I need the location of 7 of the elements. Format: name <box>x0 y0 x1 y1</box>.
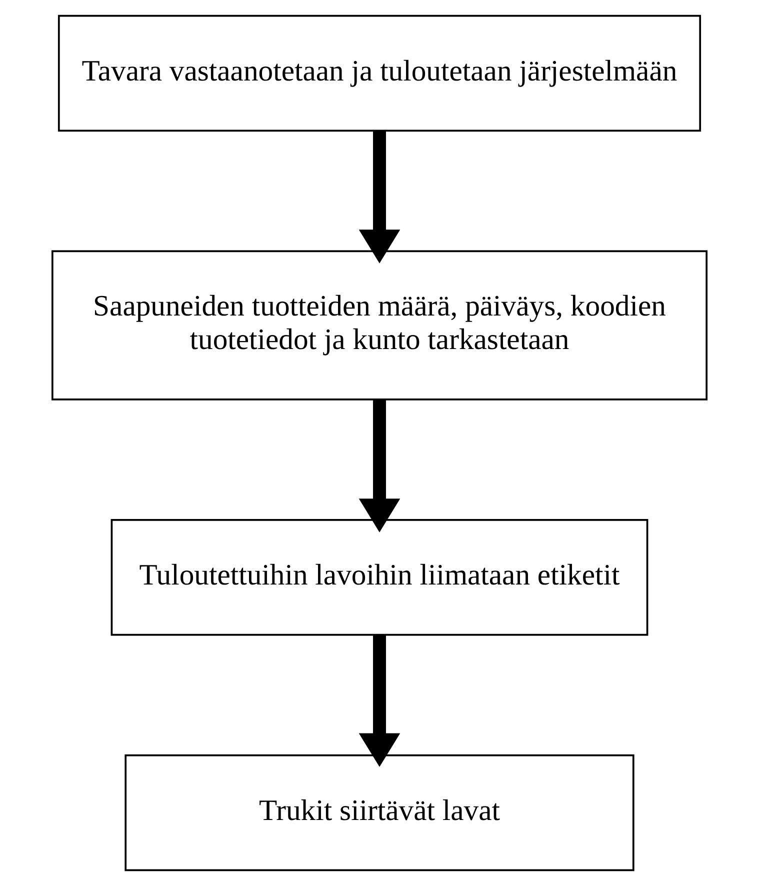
node-box: Tuloutettuihin lavoihin liimataan etiketit <box>110 518 648 636</box>
arrow <box>358 635 400 767</box>
arrow <box>358 130 400 264</box>
node-box: Tavara vastaanotetaan ja tuloutetaan järjestelmään <box>58 14 702 132</box>
node-box: Trukit siirtävät lavat <box>124 754 634 872</box>
node-box: Saapuneiden tuotteiden määrä, päiväys, koodien tuotetiedot ja kunto tarkastetaan <box>51 250 708 400</box>
arrow <box>358 400 400 532</box>
